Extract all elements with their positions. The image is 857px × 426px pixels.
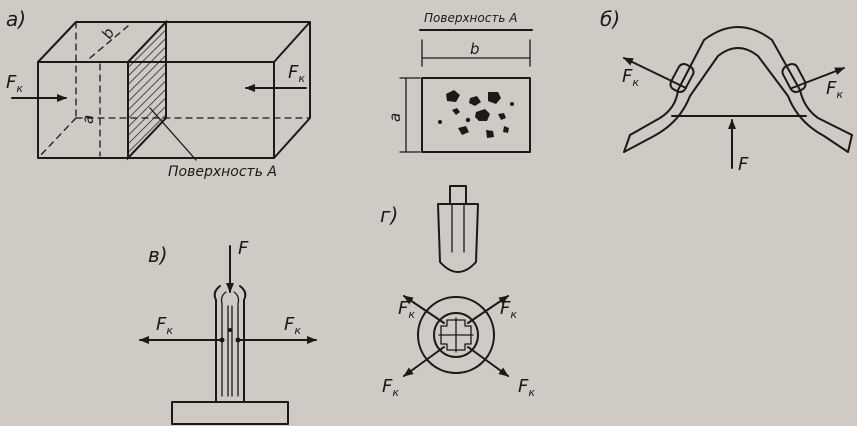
force-bl-arrow <box>403 346 445 377</box>
socket-outer-left <box>213 285 221 403</box>
spring-outer-profile <box>629 26 853 136</box>
socket-inner-right <box>233 291 240 397</box>
section-plane <box>127 19 167 161</box>
panel-a: а) а b Fк Fк Повер <box>6 7 311 180</box>
pin-body <box>437 203 479 273</box>
hidden-edge-depth <box>37 117 77 159</box>
contact-point <box>228 328 232 332</box>
surface-dim-b-label: b <box>470 40 480 58</box>
contact-spots <box>438 90 514 138</box>
contact-spot <box>452 108 460 115</box>
surface-rectangle <box>421 77 531 153</box>
socket-outer-right <box>239 285 247 403</box>
plug-base <box>171 401 289 425</box>
ring-inner <box>433 312 479 358</box>
contact-spot <box>486 130 494 138</box>
surface-title: Поверхность А <box>424 11 517 25</box>
force-tr-label: Fк <box>500 298 517 321</box>
spring-left-end <box>623 134 631 153</box>
force-right-label: Fк <box>826 78 843 101</box>
contact-spot <box>488 92 501 104</box>
spring-inner-profile <box>623 47 849 153</box>
ring-outer <box>417 296 495 374</box>
contact-spot <box>503 126 509 133</box>
force-right-label: Fк <box>288 62 305 85</box>
force-tl-arrow <box>403 295 445 324</box>
contact-spot <box>458 126 469 135</box>
dim-b-line <box>89 25 129 59</box>
socket-inner-left <box>220 291 227 397</box>
contact-spot <box>465 117 471 123</box>
caption-leader <box>149 107 197 161</box>
panel-b: б) Fк Fк F <box>600 7 853 175</box>
force-left-label: Fк <box>6 72 23 95</box>
spring-contact <box>623 26 853 153</box>
dim-b-label: b <box>98 25 118 42</box>
panel-a-label: а) <box>6 7 26 31</box>
block-top-face <box>37 21 311 63</box>
contact-spot <box>498 113 506 120</box>
force-top-label: F <box>238 238 249 259</box>
ring-section <box>417 296 495 374</box>
force-bl-label: Fк <box>382 376 399 399</box>
contact-pad-right <box>781 62 807 94</box>
dim-a-label: а <box>79 115 97 124</box>
force-br-arrow <box>467 346 509 377</box>
panel-v-label: в) <box>148 243 168 267</box>
force-tl-label: Fк <box>398 298 415 321</box>
contact-spot <box>469 96 481 106</box>
spring-right-end <box>847 134 853 153</box>
force-bottom-label: F <box>738 154 749 175</box>
force-left-label: Fк <box>622 66 639 89</box>
pin-cross-section <box>440 319 472 351</box>
contact-pad-left <box>669 62 695 94</box>
contact-spot <box>510 102 514 106</box>
force-br-label: Fк <box>518 376 535 399</box>
split-pin <box>437 185 479 273</box>
panel-v: в) F Fк Fк <box>139 238 317 425</box>
force-left-arrow <box>623 57 687 89</box>
panel-g-label: г) <box>380 203 398 227</box>
contact-spot <box>475 109 490 121</box>
plug-contact <box>171 285 289 425</box>
surface-detail: Поверхность А b а <box>386 11 533 153</box>
force-left-label: Fк <box>156 314 173 337</box>
block-drawing: а b <box>37 19 311 161</box>
surface-caption: Поверхность А <box>168 164 277 180</box>
contact-spot <box>446 90 460 102</box>
force-right-label: Fк <box>284 314 301 337</box>
force-right-arrow <box>791 67 845 89</box>
panel-g: г) Fк Fк Fк Fк <box>380 185 535 399</box>
surface-dim-a-label: а <box>386 113 404 122</box>
panel-b-label: б) <box>600 7 620 31</box>
pin-head <box>449 185 467 205</box>
contact-spot <box>438 120 442 124</box>
force-tr-arrow <box>467 295 509 324</box>
